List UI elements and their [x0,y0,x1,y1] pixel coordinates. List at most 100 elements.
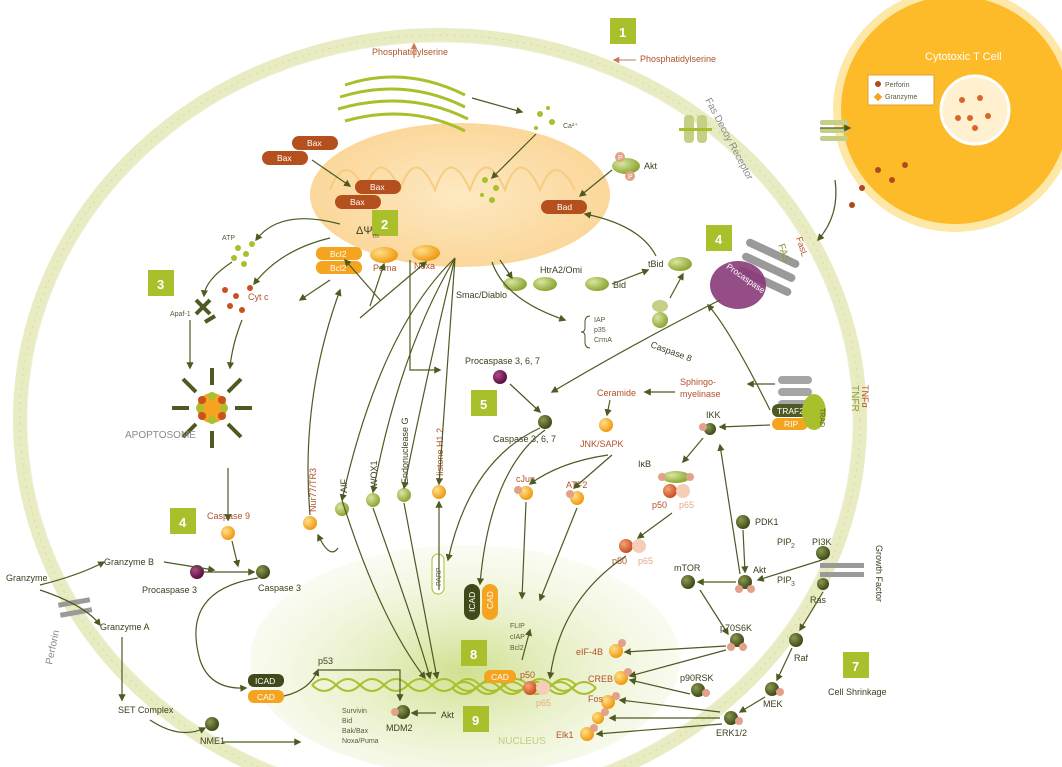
cytotoxic-t-cell: Cytotoxic T Cell Perforin Granzyme [833,0,1062,232]
svg-text:Bcl2: Bcl2 [330,249,347,259]
pip2-sub: 2 [791,543,795,550]
svg-text:ERK1/2: ERK1/2 [716,728,747,738]
svg-text:Bax: Bax [370,182,385,192]
cell-shrinkage-label: Cell Shrinkage [828,687,887,697]
step-8-badge: 8 [461,640,487,666]
cjun-node: cJun [514,474,535,500]
svg-text:4: 4 [715,232,723,247]
svg-text:p65: p65 [536,698,551,708]
puma-node: Puma [370,247,398,273]
membrane-potential-label: ΔΨ [356,225,373,237]
histone-node: Histone H1.2 [432,428,446,499]
akt-top-node: P P Akt [612,152,658,181]
icad-cad-upper: ICAD CAD [464,584,498,620]
bcl2-gene-label: Bcl2 [510,645,524,652]
released-perforin [849,162,908,208]
jnk-node: JNK/SAPK [580,418,624,449]
cad-lower: CAD [484,670,516,683]
svg-text:Growth Factor: Growth Factor [874,545,884,602]
svg-text:MDM2: MDM2 [386,723,413,733]
svg-text:p65: p65 [638,556,653,566]
svg-text:Nur77/TR3: Nur77/TR3 [308,468,318,512]
svg-text:AIF: AIF [339,478,349,493]
svg-text:CREB: CREB [588,674,613,684]
bax-1: Bax [292,136,338,150]
akt-low-label: Akt [441,710,455,720]
svg-text:NME1: NME1 [200,736,225,746]
eif4b-node: eIF-4B [576,639,626,658]
icad-cad-left: ICAD CAD [248,674,284,703]
atp-molecules [231,241,255,267]
svg-text:CAD: CAD [257,692,275,702]
svg-text:Caspase 3: Caspase 3 [258,583,301,593]
step-2-badge: 2 [372,210,398,236]
endoplasmic-reticulum [337,75,469,133]
svg-text:Bad: Bad [557,202,572,212]
raf-node: Raf [789,633,809,663]
calcium-ions [480,106,555,203]
svg-text:PI3K: PI3K [812,537,832,547]
step-5-badge: 5 [471,390,497,416]
svg-text:Bid: Bid [613,280,626,290]
svg-text:9: 9 [472,713,479,728]
fos-node: Fos [588,692,620,709]
svg-text:Bax: Bax [350,197,365,207]
apaf1-shapes [194,298,217,324]
flip-label: FLIP [510,623,525,630]
svg-text:Bcl2: Bcl2 [330,263,347,273]
mek-node: MEK [763,682,784,709]
svg-text:4: 4 [179,515,187,530]
granzyme-b-label: Granzyme B [104,557,154,567]
erk-node: ERK1/2 [716,711,747,738]
svg-text:tBid: tBid [648,259,664,269]
svg-text:Caspase 3, 6, 7: Caspase 3, 6, 7 [493,434,556,444]
bax-3: Bax [355,180,401,194]
step-7-badge: 7 [843,652,869,678]
svg-text:CAD: CAD [485,591,495,609]
endog-node: Endonuclease G [397,417,411,502]
svg-text:JNK/SAPK: JNK/SAPK [580,439,624,449]
svg-text:1: 1 [619,25,626,40]
cytotoxic-t-cell-label: Cytotoxic T Cell [925,51,1002,63]
svg-text:cJun: cJun [516,474,535,484]
atp-label: ATP [222,235,235,242]
akt-mid-node: Akt [735,565,767,593]
apoptosome-complex: APOPTOSOME [125,368,252,448]
mtor-node: mTOR [674,563,701,589]
svg-text:Perforin: Perforin [44,629,62,666]
svg-text:ICAD: ICAD [255,676,275,686]
svg-text:TRAD: TRAD [818,408,825,427]
svg-text:Puma: Puma [373,263,397,273]
p90rsk-node: p90RSK [680,673,714,697]
noxapuma-label: Noxa/Puma [342,738,379,745]
granzyme-legend-label: Granzyme [885,94,917,101]
svg-text:7: 7 [852,659,859,674]
traf2-rip-complex: TRAF2 RIP TRAD [772,394,826,430]
step-badges: 1 2 3 4 4 5 7 8 9 [148,18,869,732]
svg-text:3: 3 [157,277,164,292]
set-complex-label: SET Complex [118,705,174,715]
nucleus-label: NUCLEUS [498,736,546,747]
perforin-legend-label: Perforin [885,82,910,89]
apoptosome-label: APOPTOSOME [125,430,196,441]
pip2-label: PIP [777,537,792,547]
bid-gene-label: Bid [342,718,352,725]
bax-2: Bax [262,151,308,165]
cytc-label: Cyt c [248,292,269,302]
wox1-node: WOX1 [366,460,380,507]
step-1-badge: 1 [610,18,636,44]
smac-label: Smac/Diablo [456,290,507,300]
ciap-label: cIAP [510,634,525,641]
svg-text:IKK: IKK [706,410,721,420]
svg-text:P: P [618,155,623,162]
svg-text:IκB: IκB [638,459,651,469]
svg-text:WOX1: WOX1 [369,460,379,487]
granzyme-a-label: Granzyme A [100,622,150,632]
svg-text:CAD: CAD [491,672,509,682]
svg-text:TNFα: TNFα [860,385,870,408]
crma-label: CrmA [594,337,612,344]
inhibitor-bracket [580,315,591,349]
svg-text:mTOR: mTOR [674,563,701,573]
cell-membrane [13,28,867,767]
